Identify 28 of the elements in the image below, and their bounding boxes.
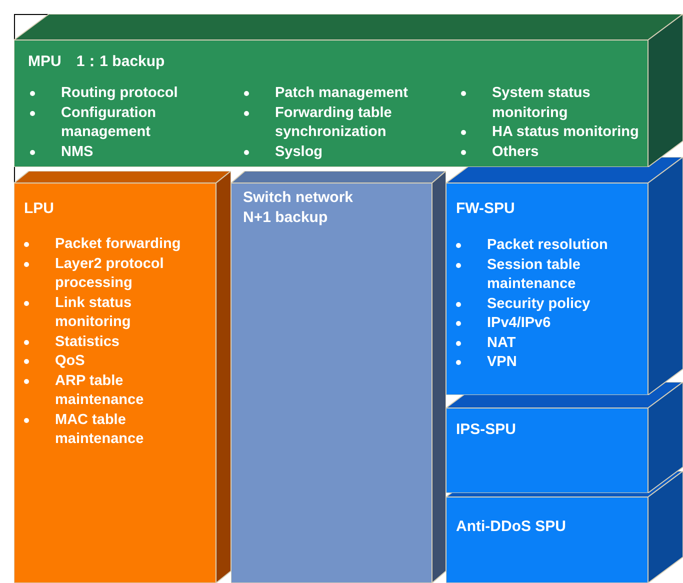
bullet-item: IPv4/IPv6 <box>487 314 551 333</box>
block-heading: LPU <box>24 199 55 219</box>
bullet-item: Session table maintenance <box>487 256 582 294</box>
bullet-item: HA status monitoring <box>492 123 639 142</box>
bullet-item: Packet forwarding <box>55 235 181 254</box>
bullet-item: Others <box>492 142 539 162</box>
block-heading: MPU 1：1 backup <box>28 52 166 72</box>
block-heading: FW-SPU <box>456 199 516 219</box>
block-heading: IPS-SPU <box>456 420 518 440</box>
bullet-item: VPN <box>487 353 517 372</box>
bullet-item: Forwarding table synchronization <box>275 104 393 142</box>
bullet-item: Routing protocol <box>61 84 178 103</box>
bullet-item: Packet resolution <box>487 236 608 255</box>
bullet-item: System status monitoring <box>492 84 592 122</box>
bullet-item: QoS <box>55 352 85 371</box>
bullet-item: Configuration management <box>61 104 158 142</box>
bullet-item: NMS <box>61 142 94 162</box>
bullet-item: Statistics <box>55 332 120 352</box>
bullet-item: Link status monitoring <box>55 294 133 332</box>
bullet-item: Security policy <box>487 294 590 314</box>
block-heading: Switch network N+1 backup <box>243 188 354 228</box>
bullet-item: ARP table maintenance <box>55 372 145 410</box>
bullet-item: NAT <box>487 334 516 352</box>
bullet-item: Syslog <box>275 142 323 162</box>
bullet-item: Patch management <box>275 84 408 103</box>
block-heading: Anti-DDoS SPU <box>456 517 567 537</box>
bullet-item: Layer2 protocol processing <box>55 254 165 293</box>
bullet-item: MAC table maintenance <box>55 410 145 449</box>
